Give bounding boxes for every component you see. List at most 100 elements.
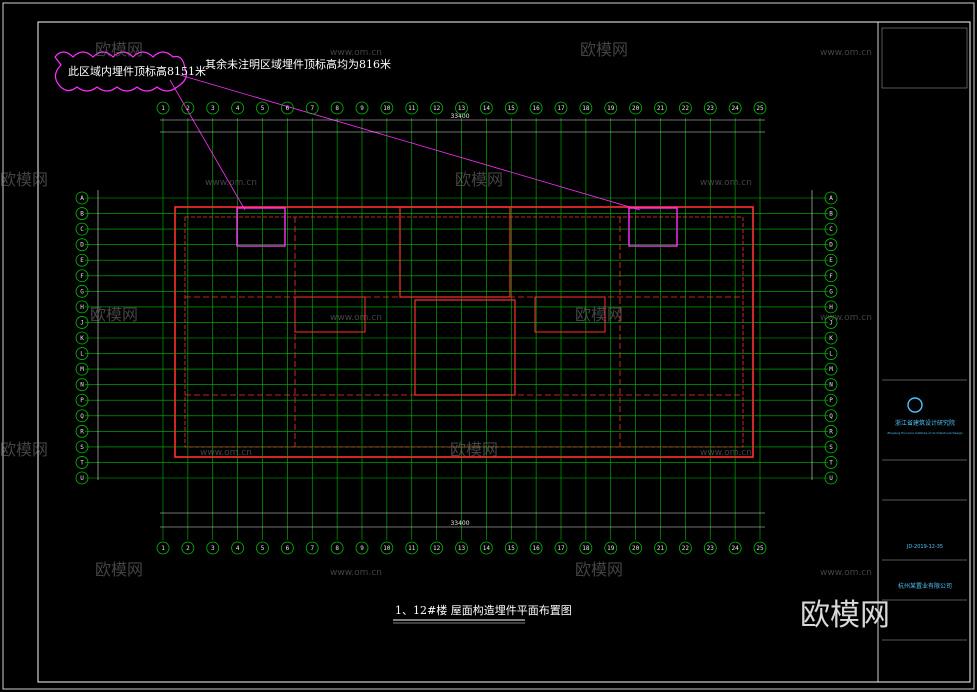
axis-bubble-label: R <box>80 428 84 435</box>
axis-bubble-label: 4 <box>236 545 240 552</box>
axis-bubble <box>824 238 838 252</box>
watermark-brand-large: 欧模网 <box>800 598 890 633</box>
axis-bubble-label: A <box>80 195 84 202</box>
axis-bubble <box>504 541 518 555</box>
axis-bubble <box>75 393 89 407</box>
axis-bubble <box>206 541 220 555</box>
callout-right-text: 其余未注明区域埋件顶标高均为816米 <box>205 57 391 71</box>
axis-bubble <box>330 541 344 555</box>
axis-bubble <box>181 101 195 115</box>
core-shaft <box>414 299 516 396</box>
axis-bubble <box>728 541 742 555</box>
axis-bubble <box>824 269 838 283</box>
axis-bubble <box>728 101 742 115</box>
axis-bubble <box>156 541 170 555</box>
core-stair <box>399 206 511 298</box>
axis-bubble-label: 24 <box>732 105 740 112</box>
axis-bubble <box>330 101 344 115</box>
callout-cloud <box>54 51 187 92</box>
axis-bubble-label: 12 <box>433 545 441 552</box>
axis-bubble-label: N <box>80 382 84 389</box>
axis-bubble-label: 21 <box>657 105 665 112</box>
watermark: www.om.cn <box>205 178 257 188</box>
axis-bubble-label: G <box>80 288 84 295</box>
axis-bubble <box>75 424 89 438</box>
callout-regions <box>54 51 678 247</box>
axis-bubble-label: H <box>829 304 833 311</box>
axis-bubble <box>430 101 444 115</box>
axis-bubble <box>703 541 717 555</box>
axis-bubble <box>355 541 369 555</box>
axis-bubble-label: U <box>829 475 833 482</box>
watermark: www.om.cn <box>820 568 872 578</box>
title-block-project-code: JD-2019-12-35 <box>906 544 943 550</box>
axis-bubble <box>824 207 838 220</box>
axis-bubble <box>206 101 220 115</box>
axis-bubble <box>753 541 767 555</box>
axis-bubble <box>654 101 667 115</box>
axis-bubble <box>280 541 294 555</box>
company-logo-icon <box>907 397 923 413</box>
axis-bubble <box>305 541 319 555</box>
axis-bubble <box>256 101 269 115</box>
axis-bubble <box>554 541 568 555</box>
axis-bubble-label: 8 <box>335 545 339 552</box>
axis-bubble <box>824 409 838 423</box>
axis-bubble <box>75 284 89 298</box>
watermark: 欧模网 <box>580 40 628 59</box>
axis-bubble-label: S <box>80 444 84 451</box>
axis-bubble-label: 13 <box>458 105 466 112</box>
axis-bubble <box>75 300 89 314</box>
axis-bubble <box>824 393 838 407</box>
axis-bubble-label: 16 <box>533 105 541 112</box>
axis-bubble <box>479 541 493 555</box>
axis-bubble-label: E <box>80 257 84 264</box>
axis-bubble-label: D <box>829 242 833 249</box>
axis-bubble-label: 24 <box>732 545 740 552</box>
watermark: www.om.cn <box>200 448 252 458</box>
axis-bubble-label: N <box>829 382 833 389</box>
callout-box-left <box>236 207 286 247</box>
axis-bubble <box>75 347 89 360</box>
watermark: www.om.cn <box>330 48 382 58</box>
axis-bubble <box>824 316 838 329</box>
axis-bubble-label: E <box>829 257 833 264</box>
drawing-title: 1、12#楼 屋面构造埋件平面布置图 <box>395 603 572 617</box>
axis-bubble-label: M <box>829 366 833 373</box>
axis-bubble-label: 19 <box>607 105 615 112</box>
axis-bubble-label: 7 <box>310 105 314 112</box>
axis-bubble <box>75 191 89 205</box>
axis-bubble-label: U <box>80 475 84 482</box>
axis-bubble-label: 9 <box>360 105 364 112</box>
watermark: 欧模网 <box>450 440 498 459</box>
axis-bubble-label: 22 <box>682 545 690 552</box>
axis-bubble-label: 2 <box>186 545 190 552</box>
axis-bubble <box>75 331 89 345</box>
axis-bubble-label: 25 <box>756 105 764 112</box>
leader-left <box>169 79 246 211</box>
axis-bubble <box>405 101 419 115</box>
axis-bubble <box>604 101 618 115</box>
axis-bubble <box>824 471 838 485</box>
axis-bubble-label: K <box>80 335 84 342</box>
overall-dimension-top: 33400 <box>450 113 469 120</box>
axis-bubble-label: 20 <box>632 545 640 552</box>
axis-bubble <box>380 101 394 115</box>
axis-bubble-label: D <box>80 242 84 249</box>
axis-bubble <box>75 440 89 454</box>
watermark: 欧模网 <box>575 305 623 324</box>
drawing-frame <box>37 21 971 683</box>
axis-bubble <box>824 347 838 360</box>
right-room <box>534 296 606 333</box>
axis-bubble <box>654 541 667 555</box>
watermark: 欧模网 <box>95 560 143 579</box>
watermark: 欧模网 <box>90 305 138 324</box>
axis-bubble <box>579 541 593 555</box>
axis-bubble-label: 17 <box>557 545 565 552</box>
axis-bubble <box>156 101 170 115</box>
axis-bubble <box>231 101 245 115</box>
